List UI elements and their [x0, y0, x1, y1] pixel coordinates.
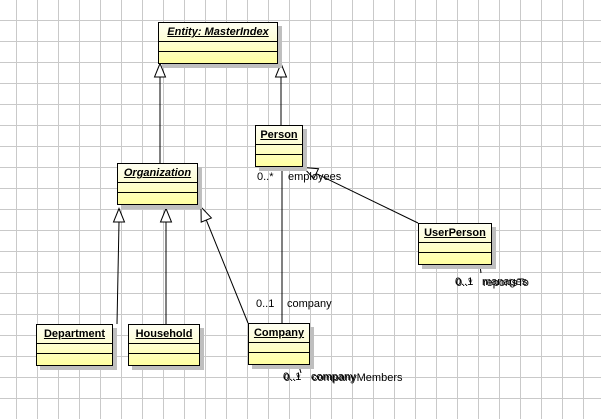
multiplicity-label-userperson-a[interactable]: 0..1	[455, 276, 474, 288]
operations-compartment	[37, 354, 112, 366]
operations-compartment	[118, 193, 197, 205]
attributes-compartment	[249, 343, 309, 353]
class-box-organization[interactable]: Organization	[117, 163, 198, 205]
class-box-person[interactable]: Person	[255, 125, 303, 167]
multiplicity-label-members-b[interactable]: 0..*	[284, 372, 301, 384]
generalization-household-organization[interactable]	[159, 207, 173, 325]
role-label-company-overlap[interactable]: company	[311, 371, 356, 383]
multiplicity-label-employees[interactable]: 0..*	[257, 171, 274, 183]
generalization-department-organization[interactable]	[112, 207, 126, 325]
class-box-department[interactable]: Department	[36, 324, 113, 366]
operations-compartment	[249, 353, 309, 365]
role-label-companymembers[interactable]: companyMembers	[312, 372, 403, 384]
class-title: Entity: MasterIndex	[159, 23, 277, 42]
class-title: Organization	[118, 164, 197, 183]
class-title: Person	[256, 126, 302, 145]
class-box-household[interactable]: Household	[128, 324, 200, 366]
association-tick-userperson	[479, 265, 482, 274]
class-title: Company	[249, 324, 309, 343]
role-label-reportsto[interactable]: reportsTo	[483, 277, 529, 289]
attributes-compartment	[159, 42, 277, 52]
role-label-company[interactable]: company	[287, 298, 332, 310]
operations-compartment	[256, 155, 302, 167]
class-title: UserPerson	[419, 224, 491, 243]
multiplicity-label-userperson-b[interactable]: 0..*	[456, 277, 473, 289]
attributes-compartment	[419, 243, 491, 253]
class-title: Household	[129, 325, 199, 344]
operations-compartment	[159, 52, 277, 64]
role-label-manages[interactable]: manages	[482, 276, 528, 288]
class-box-userperson[interactable]: UserPerson	[418, 223, 492, 265]
multiplicity-label-company[interactable]: 0..1	[256, 298, 275, 310]
class-box-masterindex[interactable]: Entity: MasterIndex	[158, 22, 278, 64]
generalization-organization-masterindex[interactable]	[153, 62, 167, 164]
attributes-compartment	[37, 344, 112, 354]
operations-compartment	[419, 253, 491, 265]
generalization-person-masterindex[interactable]	[274, 62, 288, 126]
attributes-compartment	[129, 344, 199, 354]
attributes-compartment	[256, 145, 302, 155]
operations-compartment	[129, 354, 199, 366]
multiplicity-label-members-a[interactable]: 0..1	[283, 371, 302, 383]
generalization-company-organization[interactable]	[200, 205, 249, 324]
class-box-company[interactable]: Company	[248, 323, 310, 365]
class-title: Department	[37, 325, 112, 344]
attributes-compartment	[118, 183, 197, 193]
role-label-employees[interactable]: employees	[288, 171, 342, 183]
